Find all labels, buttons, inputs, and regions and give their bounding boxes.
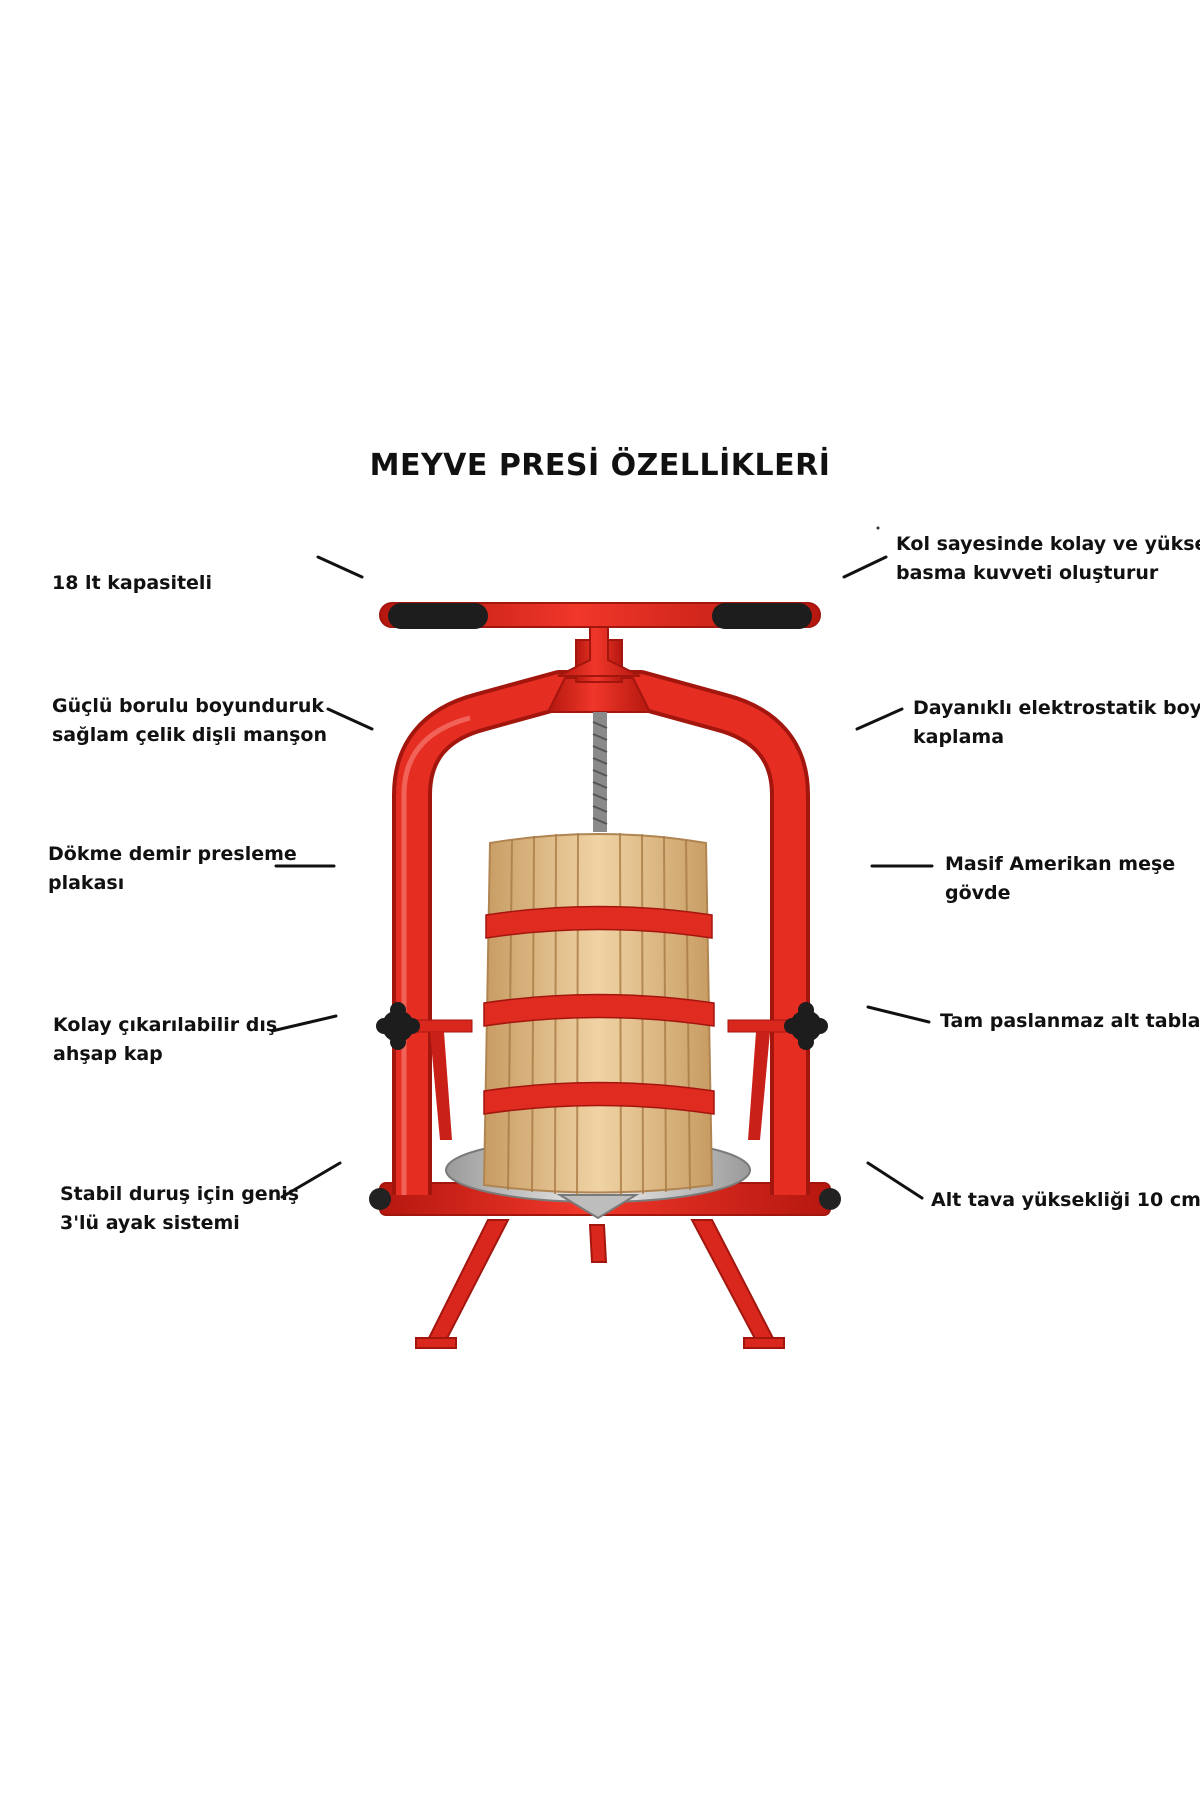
feature-line: 18 lt kapasiteli	[52, 572, 212, 594]
handle-grip-left	[388, 603, 488, 629]
feature-coating: Dayanıklı elektrostatik boya kaplama	[913, 694, 1200, 752]
feature-line: basma kuvveti oluşturur	[896, 562, 1159, 584]
leader-line	[866, 1161, 924, 1200]
feature-line: plakası	[48, 872, 125, 894]
press-legs	[415, 1219, 785, 1349]
clamp-knob-icon	[784, 1002, 828, 1050]
feature-line: Kol sayesinde kolay ve yüksek	[896, 533, 1200, 555]
feature-oak-body: Masif Amerikan meşe gövde	[945, 850, 1175, 908]
t-handle-bar	[379, 602, 821, 628]
basket-hoop	[485, 905, 713, 939]
feature-pressing-plate: Dökme demir presleme plakası	[48, 840, 297, 898]
feature-lever-force: Kol sayesinde kolay ve yüksek basma kuvv…	[896, 530, 1200, 588]
leader-line	[280, 1161, 342, 1199]
leader-line	[855, 707, 904, 731]
leader-line	[866, 1005, 931, 1024]
feature-line: Dayanıklı elektrostatik boya	[913, 697, 1200, 719]
page-title: MEYVE PRESİ ÖZELLİKLERİ	[369, 448, 831, 483]
feature-line: Stabil duruş için geniş	[60, 1183, 300, 1205]
feature-stainless-tray: Tam paslanmaz alt tabla	[940, 1007, 1200, 1036]
clamp-knob-icon	[376, 1002, 420, 1050]
basket-hoop	[483, 993, 715, 1027]
feature-line: sağlam çelik dişli manşon	[52, 724, 327, 746]
feature-line: Kolay çıkarılabilir dış	[53, 1014, 278, 1036]
feature-yoke: Güçlü borulu boyunduruk sağlam çelik diş…	[52, 692, 327, 750]
handle-grip-right	[712, 603, 812, 629]
bolt-icon	[369, 1188, 391, 1210]
wooden-basket	[482, 832, 715, 1196]
bolt-icon	[819, 1188, 841, 1210]
feature-removable-basket: Kolay çıkarılabilir dış ahşap kap	[53, 1011, 277, 1069]
leader-line	[842, 555, 888, 579]
feature-tripod-legs: Stabil duruş için geniş 3'lü ayak sistem…	[60, 1180, 299, 1238]
leader-line	[316, 555, 364, 579]
feature-line: gövde	[945, 882, 1011, 904]
leader-line	[270, 1014, 338, 1033]
leader-line	[326, 707, 374, 731]
feature-line: 3'lü ayak sistemi	[60, 1212, 240, 1234]
feature-capacity: 18 lt kapasiteli	[52, 569, 212, 598]
basket-hoop	[483, 1081, 715, 1115]
feature-line: kaplama	[913, 726, 1005, 748]
feature-tray-height: Alt tava yüksekliği 10 cm	[931, 1186, 1200, 1215]
feature-line: Masif Amerikan meşe	[945, 853, 1176, 875]
side-clamps	[407, 1019, 793, 1140]
feature-line: Alt tava yüksekliği 10 cm	[931, 1189, 1200, 1211]
feature-line: Güçlü borulu boyunduruk	[52, 695, 324, 717]
feature-line: Dökme demir presleme	[48, 843, 297, 865]
feature-line: Tam paslanmaz alt tabla	[940, 1010, 1200, 1032]
feature-line: ahşap kap	[53, 1043, 163, 1065]
